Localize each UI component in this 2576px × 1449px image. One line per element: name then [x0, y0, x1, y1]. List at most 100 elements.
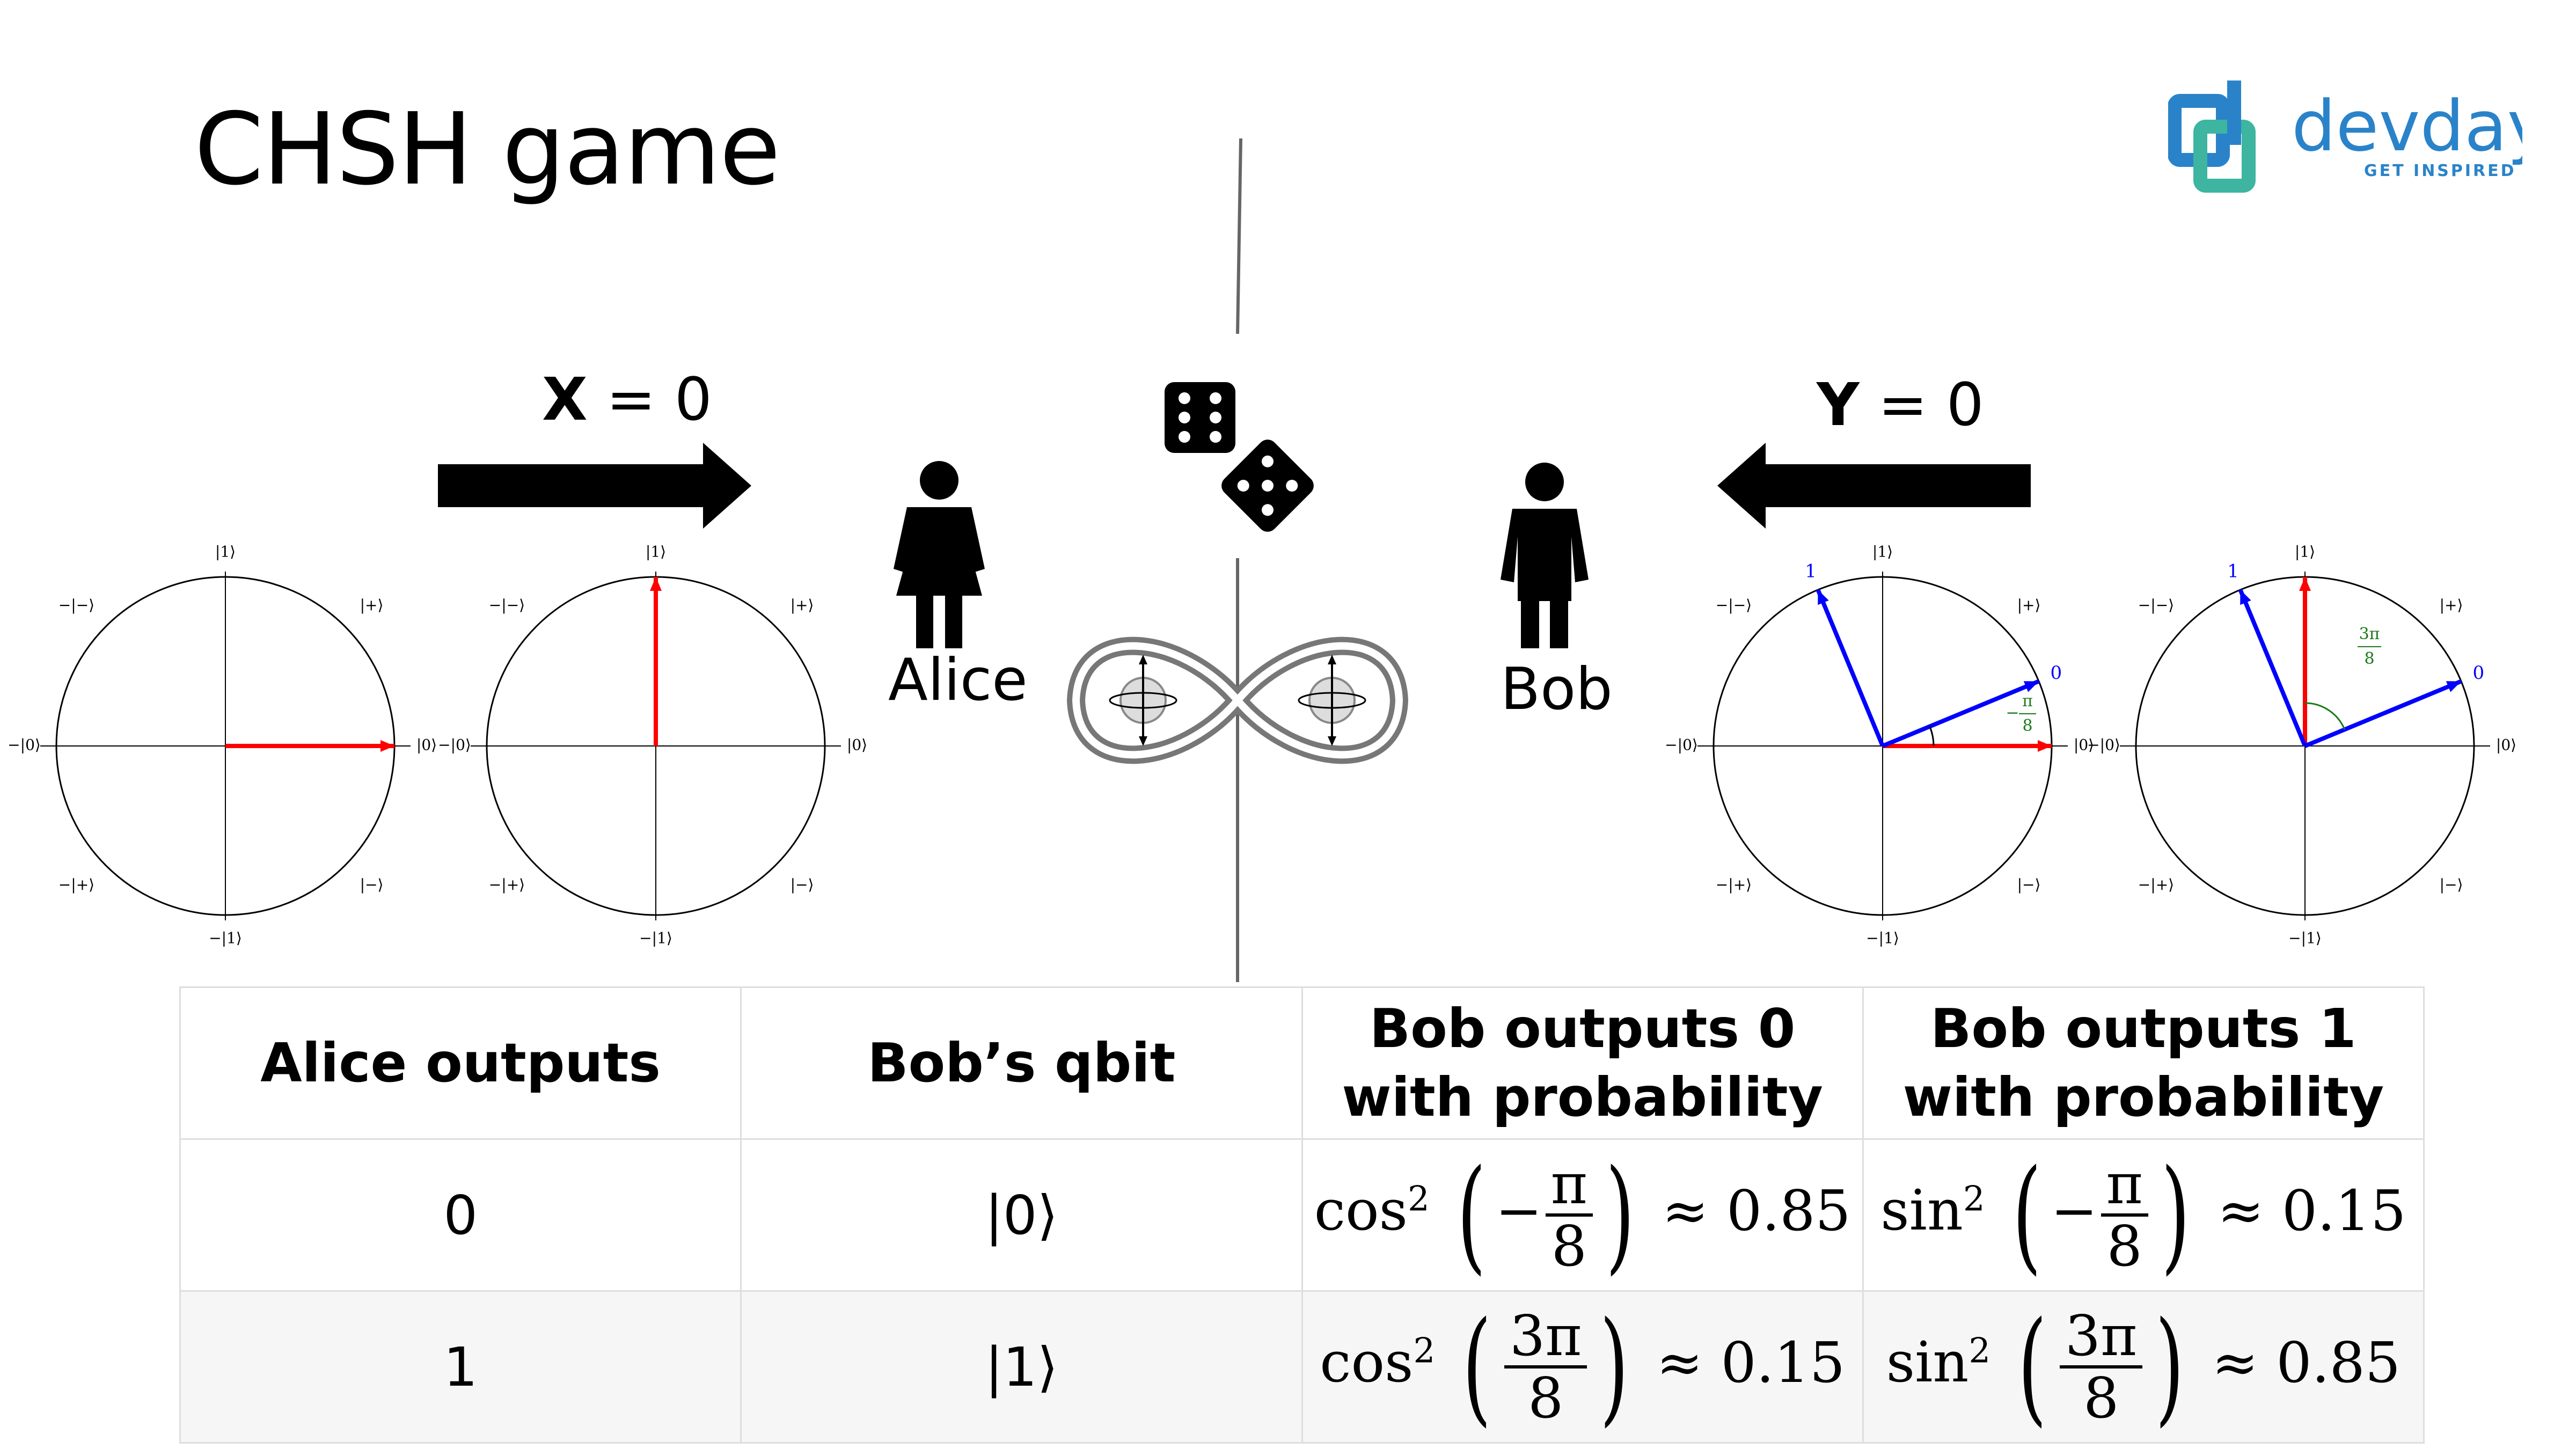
- fn-name: sin: [1886, 1329, 1969, 1395]
- unit-circles: |1⟩−|1⟩|0⟩−|0⟩|+⟩−|−⟩−|+⟩|−⟩|1⟩−|1⟩|0⟩−|…: [8, 543, 2516, 947]
- angle-sign: −: [2006, 704, 2019, 722]
- frac-den: 8: [1528, 1365, 1564, 1431]
- label-top-right: |+⟩: [791, 596, 814, 614]
- label-top: |1⟩: [2295, 543, 2315, 561]
- fn-exp: 2: [1407, 1179, 1430, 1219]
- approx-value: ≈ 0.15: [1656, 1329, 1846, 1395]
- vector-arrowhead: [2446, 681, 2462, 692]
- fn-name: sin: [1880, 1177, 1963, 1243]
- trig-fn: cos2: [1320, 1329, 1435, 1395]
- alice-input-arrow: [438, 443, 751, 529]
- label-bottom-left: −|+⟩: [489, 876, 525, 894]
- bob-input-label: Y = 0: [1817, 370, 1984, 439]
- header-bob-qbit: Bob’s qbit: [740, 986, 1303, 1140]
- state-vector: [1882, 679, 2040, 748]
- alice-icon: [894, 461, 985, 648]
- angle-arc: [1929, 726, 1935, 747]
- header-alice-outputs: Alice outputs: [179, 986, 742, 1140]
- cell-bob-qbit: |1⟩: [740, 1290, 1303, 1444]
- label-left: −|0⟩: [2087, 736, 2120, 754]
- vector-label: 0: [2473, 662, 2485, 684]
- entangled-qubits-icon: [1066, 636, 1409, 764]
- bob-input-value: = 0: [1859, 370, 1984, 439]
- state-vector: [2304, 679, 2462, 748]
- trig-fn: sin2: [1880, 1177, 1985, 1243]
- cell-bob-qbit: |0⟩: [740, 1138, 1303, 1292]
- frac-num: π: [2101, 1154, 2148, 1217]
- label-top-left: −|−⟩: [2138, 596, 2174, 614]
- bob-icon: [1501, 463, 1589, 648]
- vector-label: 0: [2051, 662, 2062, 684]
- angle-num: π: [2022, 692, 2033, 711]
- page-title: CHSH game: [194, 91, 780, 207]
- logo-wordmark: devday: [2292, 85, 2522, 167]
- header-bob-outputs-0: Bob outputs 0 with probability: [1301, 986, 1864, 1140]
- label-bottom-left: −|+⟩: [58, 876, 94, 894]
- header-bob-outputs-1: Bob outputs 1 with probability: [1862, 986, 2425, 1140]
- angle-den: 8: [2022, 716, 2032, 735]
- label-top: |1⟩: [1872, 543, 1893, 561]
- angle-den: 8: [2364, 649, 2374, 668]
- logo-tagline: GET INSPIRED: [2364, 162, 2516, 180]
- frac-den: 8: [1551, 1213, 1587, 1279]
- frac-den: 8: [2083, 1365, 2119, 1431]
- vector-arrowhead: [1818, 589, 1829, 605]
- label-top-left: −|−⟩: [489, 596, 525, 614]
- fn-exp: 2: [1963, 1179, 1985, 1219]
- vector-arrowhead: [2240, 589, 2251, 605]
- vector-label: 1: [1805, 561, 1817, 582]
- label-bottom: −|1⟩: [2288, 930, 2322, 947]
- approx-value: ≈ 0.15: [2217, 1177, 2406, 1243]
- separator-line-top: [1236, 138, 1242, 334]
- frac-num: 3π: [2059, 1306, 2143, 1368]
- vector-arrowhead: [380, 740, 394, 752]
- approx-value: ≈ 0.85: [1662, 1177, 1851, 1243]
- label-bottom: −|1⟩: [639, 930, 672, 947]
- label-right: |0⟩: [416, 736, 437, 754]
- bob-label: Bob: [1501, 656, 1613, 723]
- bob-input-var: Y: [1817, 370, 1860, 439]
- label-top-left: −|−⟩: [1716, 596, 1752, 614]
- label-top-left: −|−⟩: [58, 596, 94, 614]
- label-bottom-left: −|+⟩: [1716, 876, 1752, 894]
- vector-label: 1: [2227, 561, 2239, 582]
- label-bottom-left: −|+⟩: [2138, 876, 2174, 894]
- label-top: |1⟩: [215, 543, 236, 561]
- vector-arrowhead: [2299, 577, 2311, 591]
- circle-alice-x0: |1⟩−|1⟩|0⟩−|0⟩|+⟩−|−⟩−|+⟩|−⟩: [8, 543, 437, 947]
- label-left: −|0⟩: [8, 736, 41, 754]
- label-left: −|0⟩: [438, 736, 471, 754]
- bob-input-arrow: [1717, 443, 2031, 529]
- vector-arrowhead: [650, 577, 662, 591]
- fn-exp: 2: [1413, 1331, 1436, 1371]
- fn-name: cos: [1314, 1177, 1408, 1243]
- fn-name: cos: [1320, 1329, 1414, 1395]
- label-bottom-right: |−⟩: [2017, 876, 2041, 894]
- label-right: |0⟩: [2074, 736, 2094, 754]
- label-bottom-right: |−⟩: [791, 876, 814, 894]
- alice-input-value: = 0: [587, 365, 712, 434]
- circle-alice-x1: |1⟩−|1⟩|0⟩−|0⟩|+⟩−|−⟩−|+⟩|−⟩: [438, 543, 867, 947]
- devday-logo: devday GET INSPIRED: [2168, 75, 2549, 204]
- label-top-right: |+⟩: [2440, 596, 2463, 614]
- label-bottom: −|1⟩: [1866, 930, 1899, 947]
- label-bottom: −|1⟩: [209, 930, 242, 947]
- fn-exp: 2: [1968, 1331, 1991, 1371]
- label-top-right: |+⟩: [2017, 596, 2041, 614]
- devday-logo-icon: devday GET INSPIRED: [2168, 80, 2549, 193]
- frac-den: 8: [2106, 1213, 2142, 1279]
- outcome-table: Alice outputs Bob’s qbit Bob outputs 0 w…: [179, 986, 2425, 1444]
- frac-num: 3π: [1504, 1306, 1587, 1368]
- cell-alice-output: 0: [179, 1138, 742, 1292]
- frac-sign: −: [2051, 1177, 2098, 1243]
- angle-arc: [2304, 702, 2346, 730]
- label-top-right: |+⟩: [360, 596, 384, 614]
